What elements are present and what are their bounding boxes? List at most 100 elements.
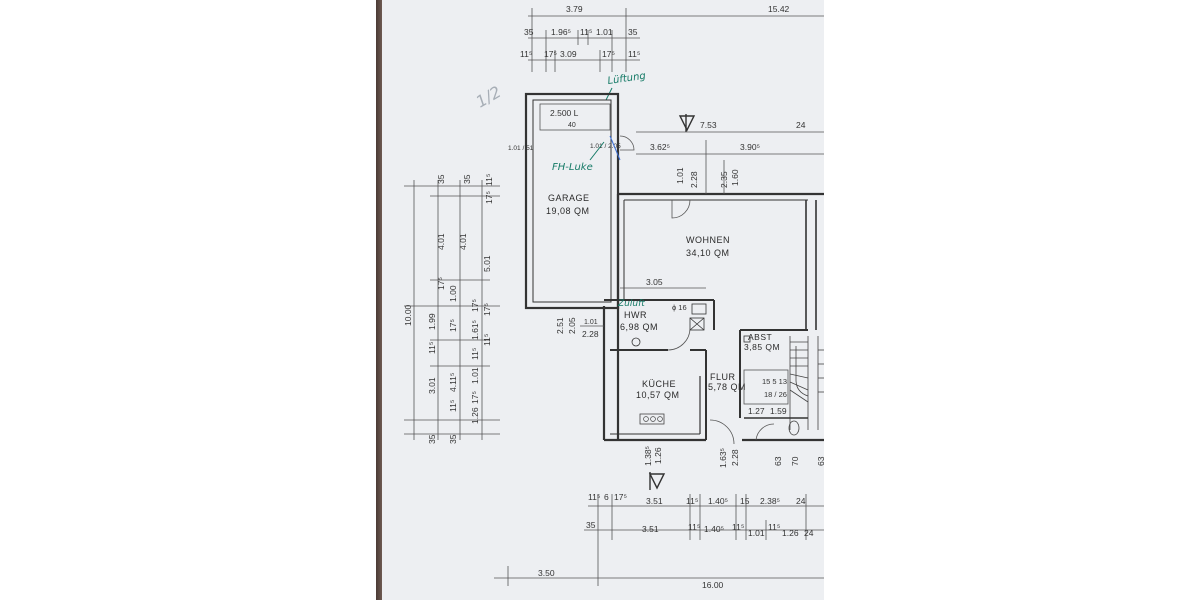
top-dim-row1-a: 3.79 bbox=[566, 4, 583, 14]
top-dimension-lines bbox=[528, 8, 824, 72]
left-c1-3: 35 bbox=[427, 434, 437, 444]
garage-area: 19,08 QM bbox=[546, 206, 590, 216]
left-c4-2: 5.01 bbox=[482, 255, 492, 272]
bottom-row2-0: 35 bbox=[586, 520, 596, 530]
bottom-row1-6: 15 bbox=[740, 496, 750, 506]
stove-burners bbox=[643, 416, 663, 422]
boiler-cross bbox=[689, 317, 705, 331]
bottom-row1-5: 1.40⁵ bbox=[708, 496, 728, 506]
drain-circle bbox=[631, 337, 641, 347]
bottom-row1-2: 17⁵ bbox=[614, 492, 627, 502]
dim-16: ϕ 16 bbox=[672, 303, 687, 312]
note-fh-luke: FH-Luke bbox=[552, 162, 593, 173]
top-dim-row2-d: 1.01 bbox=[596, 27, 613, 37]
top-dim-row2-a: 35 bbox=[524, 27, 534, 37]
left-c4-3: 17⁵ bbox=[482, 303, 492, 316]
bottom-row3-1: 16.00 bbox=[702, 580, 724, 590]
left-c3-1: 4.01 bbox=[458, 233, 468, 250]
bottom-row1-3: 3.51 bbox=[646, 496, 663, 506]
top-dim-row2-b: 1.96⁵ bbox=[551, 27, 571, 37]
bottom-row1-7: 2.38⁵ bbox=[760, 496, 780, 506]
left-c1-2: 3.01 bbox=[427, 377, 437, 394]
dim-1385: 1.38⁵ bbox=[643, 446, 653, 466]
dim-70: 70 bbox=[790, 456, 800, 466]
hwr-walls bbox=[604, 299, 808, 440]
bottom-row2-1: 3.51 bbox=[642, 524, 659, 534]
left-c4-4: 11⁵ bbox=[482, 334, 492, 346]
top-dim-row3-b: 17⁵ bbox=[544, 49, 557, 59]
inner-dim-lines bbox=[636, 131, 824, 194]
top-dim-row2-e: 35 bbox=[628, 27, 638, 37]
left-c2-7: 35 bbox=[448, 434, 458, 444]
left-c3-2: 17⁵ bbox=[470, 299, 480, 312]
dim-235: 2.35 bbox=[719, 171, 729, 188]
meter-box bbox=[691, 303, 707, 315]
bottom-row2-4: 11⁵ bbox=[732, 522, 744, 532]
abst-name: ABST bbox=[748, 332, 772, 342]
bottom-row2-2: 11⁵ bbox=[688, 522, 700, 532]
abst-area: 3,85 QM bbox=[744, 342, 780, 352]
garage-name: GARAGE bbox=[548, 193, 590, 203]
bottom-row3-0: 3.50 bbox=[538, 568, 555, 578]
hwr-area: 6,98 QM bbox=[620, 322, 658, 332]
left-c2-5: 4.11⁵ bbox=[448, 373, 458, 392]
tank-box bbox=[539, 103, 611, 131]
dim-205: 2.05 bbox=[567, 317, 577, 334]
top-dim-row3-e: 11⁵ bbox=[628, 49, 640, 59]
bottom-row1-1: 6 bbox=[604, 492, 609, 502]
bottom-dimension-lines bbox=[494, 494, 824, 586]
abst-square bbox=[743, 335, 751, 343]
top-dim-row3-c: 3.09 bbox=[560, 49, 577, 59]
left-c2-1: 4.01 bbox=[436, 233, 446, 250]
bottom-row2-6: 11⁵ bbox=[768, 522, 780, 532]
bottom-row2-5: 1.01 bbox=[748, 528, 765, 538]
flur-area: 5,78 QM bbox=[708, 382, 746, 392]
dim-228a: 2.28 bbox=[689, 171, 699, 188]
hwr-name: HWR bbox=[624, 310, 647, 320]
note-fh-luke-arrow bbox=[589, 141, 605, 161]
dim-63a: 63 bbox=[773, 456, 783, 466]
dim-160: 1.60 bbox=[730, 169, 740, 186]
left-c2-6: 11⁵ bbox=[448, 400, 458, 412]
top-dim-row3-a: 11⁵ bbox=[520, 49, 532, 59]
bottom-row1-0: 11⁵ bbox=[588, 492, 600, 502]
section-marker-top bbox=[678, 115, 696, 132]
left-c2-3: 1.00 bbox=[448, 285, 458, 302]
window-fraction: 1.01 / 2.05 bbox=[590, 143, 621, 150]
bottom-row2-7: 1.26 bbox=[782, 528, 799, 538]
sink bbox=[639, 413, 665, 425]
flur-door-arc bbox=[709, 419, 735, 445]
dim-101b: 1.01 bbox=[584, 319, 598, 326]
wohnen-name: WOHNEN bbox=[686, 235, 730, 245]
boiler-box bbox=[689, 317, 705, 331]
section-marker-bottom bbox=[648, 473, 666, 490]
wc-door-arc bbox=[755, 423, 775, 441]
dim-753: 7.53 bbox=[700, 120, 717, 130]
note-zuluft: Zuluft bbox=[617, 299, 645, 309]
dim-24: 24 bbox=[796, 120, 806, 130]
dim-159: 1.59 bbox=[770, 406, 787, 416]
left-c3-6: 17⁵ bbox=[470, 391, 480, 404]
note-lueftung: Lüftung bbox=[607, 71, 647, 87]
dim-101a: 1.01 bbox=[675, 167, 685, 184]
stair-note-box bbox=[743, 369, 789, 405]
left-c1-0: 1.99 bbox=[427, 313, 437, 330]
left-c3-0: 35 bbox=[462, 174, 472, 184]
left-total: 10.00 bbox=[403, 304, 413, 326]
left-c2-0: 35 bbox=[436, 174, 446, 184]
dim-3905: 3.90⁵ bbox=[740, 142, 760, 152]
top-dim-row3-d: 17⁵ bbox=[602, 49, 615, 59]
left-c3-4: 11⁵ bbox=[470, 348, 480, 360]
tank-label: 2.500 L bbox=[550, 108, 579, 118]
left-c3-3: 1.61⁵ bbox=[470, 320, 480, 340]
background-right bbox=[824, 0, 1200, 600]
dim-228b: 2.28 bbox=[582, 329, 599, 339]
top-dim-row1-b: 15.42 bbox=[768, 4, 790, 14]
kueche-name: KÜCHE bbox=[642, 379, 676, 389]
wohnen-area: 34,10 QM bbox=[686, 248, 730, 258]
top-dim-row2-c: 11⁵ bbox=[580, 27, 592, 37]
tank-sublabel: 40 bbox=[568, 122, 576, 129]
staircase bbox=[789, 336, 824, 430]
dim-3625: 3.62⁵ bbox=[650, 142, 670, 152]
